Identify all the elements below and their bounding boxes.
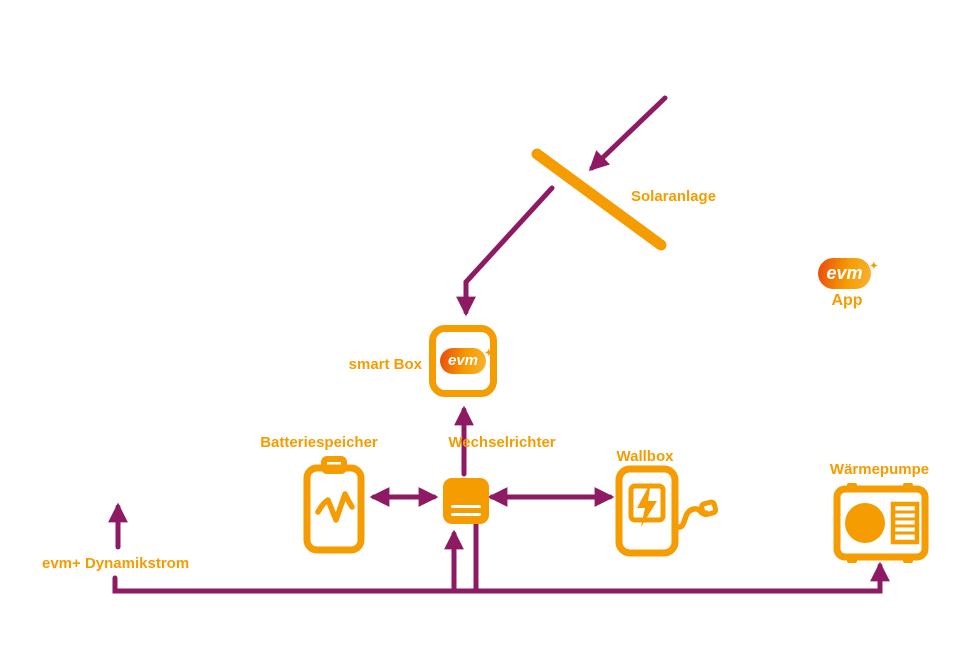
bus-line-to-heat-pump [112, 561, 890, 594]
battery-label: Batteriespeicher [260, 434, 378, 451]
inverter-vent [451, 505, 481, 508]
grid-feed-label: evm+ Dynamikstrom [42, 555, 190, 572]
inverter-label: Wechselrichter [448, 434, 556, 451]
inverter-vent [451, 513, 481, 516]
sparkle-icon: ✦ [869, 261, 878, 272]
solar-label: Solaranlage [631, 188, 717, 205]
smart-box: evm ✦ [429, 325, 497, 397]
evm-app-logo-text: evm [826, 263, 863, 283]
wallbox-label: Wallbox [616, 448, 674, 465]
battery-icon [303, 456, 365, 554]
heat-pump-label: Wärmepumpe [829, 461, 930, 478]
sparkle-icon: ✦ [484, 348, 493, 359]
arrow-sun-to-panel [588, 95, 668, 172]
app-label: App [831, 292, 863, 309]
wallbox-icon [615, 465, 718, 557]
smart-box-label: smart Box [348, 356, 422, 373]
evm-app-logo: evm ✦ [818, 258, 878, 289]
heat-pump-icon [833, 483, 929, 563]
evm-app: evm ✦ App [818, 258, 878, 310]
arrow-panel-to-smartbox [456, 185, 555, 317]
evm-logo: evm ✦ [440, 348, 493, 374]
evm-logo-text: evm [447, 352, 479, 369]
inverter-icon [443, 478, 489, 524]
solar-panel-icon [531, 148, 667, 251]
